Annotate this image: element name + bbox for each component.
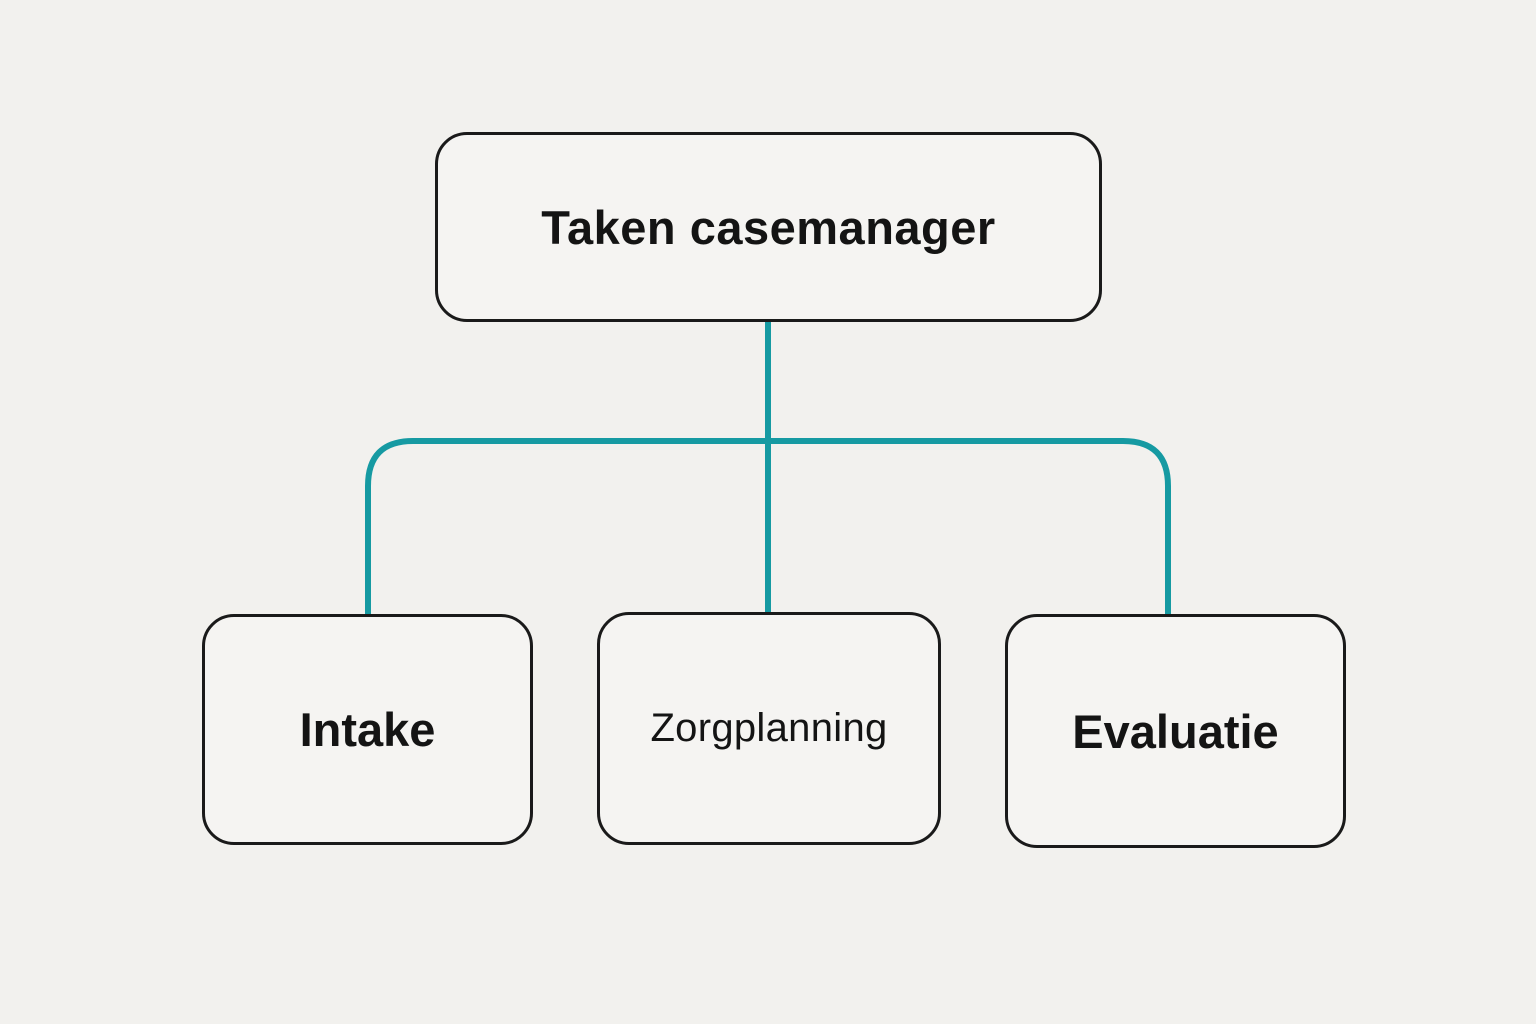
node-intake: Intake <box>202 614 533 845</box>
node-label: Intake <box>299 703 436 756</box>
connector-root-to-intake <box>365 438 768 614</box>
node-taken-casemanager: Taken casemanager <box>435 132 1102 322</box>
node-label: Zorgplanning <box>650 706 888 750</box>
node-zorgplanning: Zorgplanning <box>597 612 941 845</box>
node-label: Evaluatie <box>1072 704 1279 758</box>
node-evaluatie: Evaluatie <box>1005 614 1346 848</box>
node-label: Taken casemanager <box>541 200 996 254</box>
connector-root-to-evaluatie <box>768 438 1171 614</box>
